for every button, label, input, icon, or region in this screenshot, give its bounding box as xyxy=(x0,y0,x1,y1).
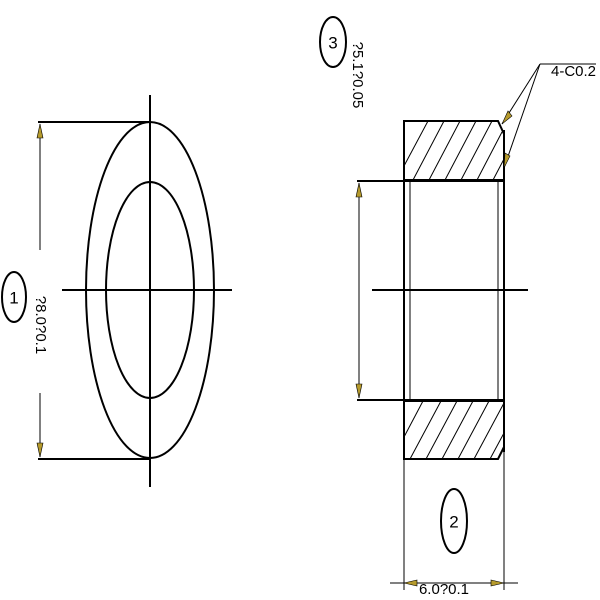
chamfer-arrow-1 xyxy=(501,110,513,125)
inner-dim-arrow-bottom xyxy=(355,383,363,399)
balloon-3 xyxy=(319,16,347,68)
chamfer-label: 4-C0.2 xyxy=(551,63,596,80)
hatching-top xyxy=(403,120,505,181)
width-arrow-right xyxy=(490,579,505,587)
width-arrow-left xyxy=(403,579,418,587)
balloon-2 xyxy=(440,488,468,554)
hatching-bottom xyxy=(403,400,505,460)
balloon-1-label: 1 xyxy=(9,288,18,307)
chamfer-arrow-2 xyxy=(503,152,511,169)
balloon-2-label: 2 xyxy=(449,512,458,531)
balloon-1 xyxy=(1,271,27,323)
section-view: ?5.1?0.05 3 4-C0.2 6.0?0.1 2 xyxy=(319,16,596,598)
chamfer-leader xyxy=(501,63,596,169)
balloon-3-label: 3 xyxy=(328,33,337,52)
width-label: 6.0?0.1 xyxy=(419,581,469,598)
front-view: ?8.0?0.1 1 xyxy=(1,95,232,487)
dim-arrow-bottom xyxy=(36,442,44,458)
top-wall-outline xyxy=(403,120,505,181)
outer-diameter-label: ?8.0?0.1 xyxy=(32,296,49,354)
inner-dim-arrow-top xyxy=(355,182,363,198)
inner-diameter-label: ?5.1?0.05 xyxy=(349,42,366,109)
dim-arrow-top xyxy=(36,123,44,139)
